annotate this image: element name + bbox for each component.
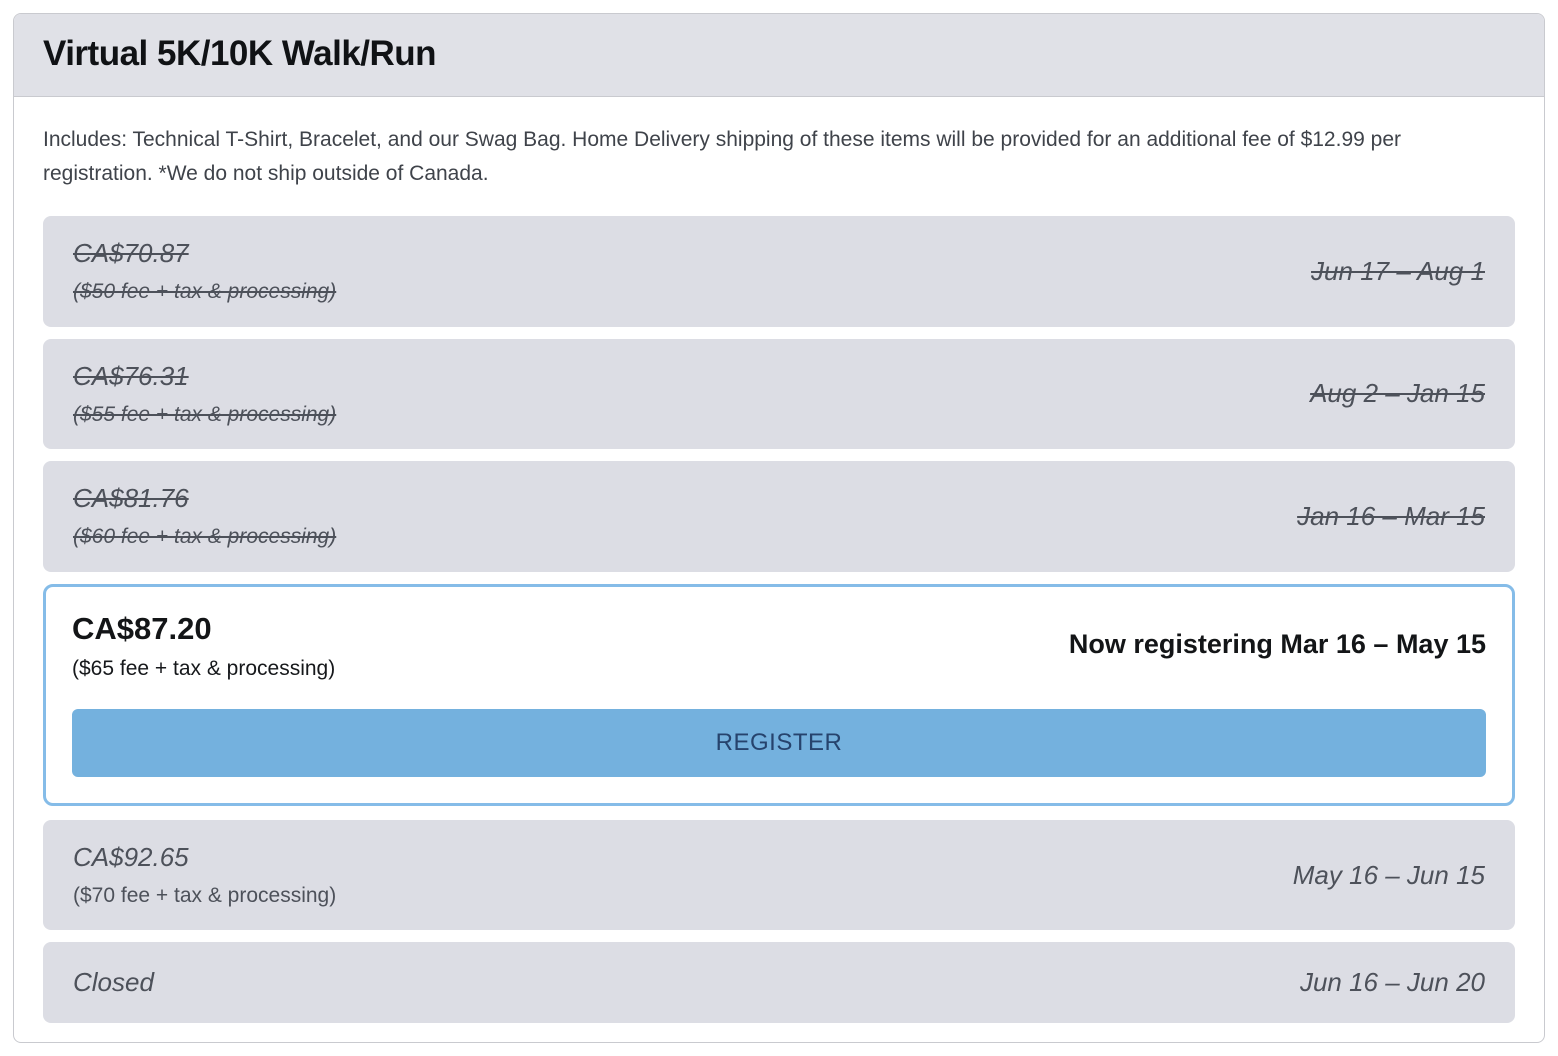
pricing-tier-row-past-1: CA$70.87 ($50 fee + tax & processing) Ju…: [43, 216, 1515, 327]
tier-price-block: CA$70.87 ($50 fee + tax & processing): [73, 236, 336, 306]
tier-price-block: Closed: [73, 965, 154, 1000]
tier-fee-note: ($55 fee + tax & processing): [73, 402, 337, 426]
register-button[interactable]: REGISTER: [72, 708, 1486, 777]
tier-price: CA$81.76: [73, 483, 189, 514]
tier-dates: Jan 16 – Mar 15: [1297, 500, 1485, 531]
card-body: Includes: Technical T-Shirt, Bracelet, a…: [14, 97, 1544, 1042]
tier-price-block: CA$92.65 ($70 fee + tax & processing): [73, 840, 336, 910]
tier-price: CA$70.87: [73, 238, 189, 269]
pricing-tier-row-past-3: CA$81.76 ($60 fee + tax & processing) Ja…: [43, 461, 1515, 572]
event-title: Virtual 5K/10K Walk/Run: [43, 34, 437, 73]
tier-fee-note: ($65 fee + tax & processing): [72, 656, 336, 680]
tier-price: CA$87.20: [72, 610, 212, 646]
pricing-card: Virtual 5K/10K Walk/Run Includes: Techni…: [13, 13, 1545, 1043]
tier-fee-note: ($50 fee + tax & processing): [73, 280, 337, 304]
tier-price-block: CA$76.31 ($55 fee + tax & processing): [73, 359, 336, 429]
tier-dates: Jun 16 – Jun 20: [1299, 967, 1485, 998]
tier-fee-note: ($70 fee + tax & processing): [73, 883, 337, 907]
pricing-tier-row-closed: Closed Jun 16 – Jun 20: [43, 942, 1515, 1024]
tier-price: CA$76.31: [73, 360, 189, 391]
event-description: Includes: Technical T-Shirt, Bracelet, a…: [43, 128, 1401, 185]
tier-dates: Aug 2 – Jan 15: [1310, 378, 1485, 409]
tier-price-block: CA$81.76 ($60 fee + tax & processing): [73, 481, 336, 551]
tier-price: CA$92.65: [73, 841, 189, 872]
pricing-tier-row-active: CA$87.20 ($65 fee + tax & processing) No…: [43, 583, 1515, 806]
now-registering-label: Now registering Mar 16 – May 15: [1068, 629, 1486, 660]
tier-status-label: Closed: [73, 967, 154, 998]
tier-dates: May 16 – Jun 15: [1292, 859, 1485, 890]
pricing-tier-row-past-2: CA$76.31 ($55 fee + tax & processing) Au…: [43, 338, 1515, 450]
card-header: Virtual 5K/10K Walk/Run: [14, 14, 1544, 97]
active-tier-info: CA$87.20 ($65 fee + tax & processing) No…: [72, 609, 1486, 681]
tier-fee-note: ($60 fee + tax & processing): [73, 525, 337, 549]
pricing-tier-row-future: CA$92.65 ($70 fee + tax & processing) Ma…: [43, 819, 1515, 931]
tier-dates: Jun 17 – Aug 1: [1311, 255, 1485, 286]
tier-price-block: CA$87.20 ($65 fee + tax & processing): [72, 609, 335, 681]
